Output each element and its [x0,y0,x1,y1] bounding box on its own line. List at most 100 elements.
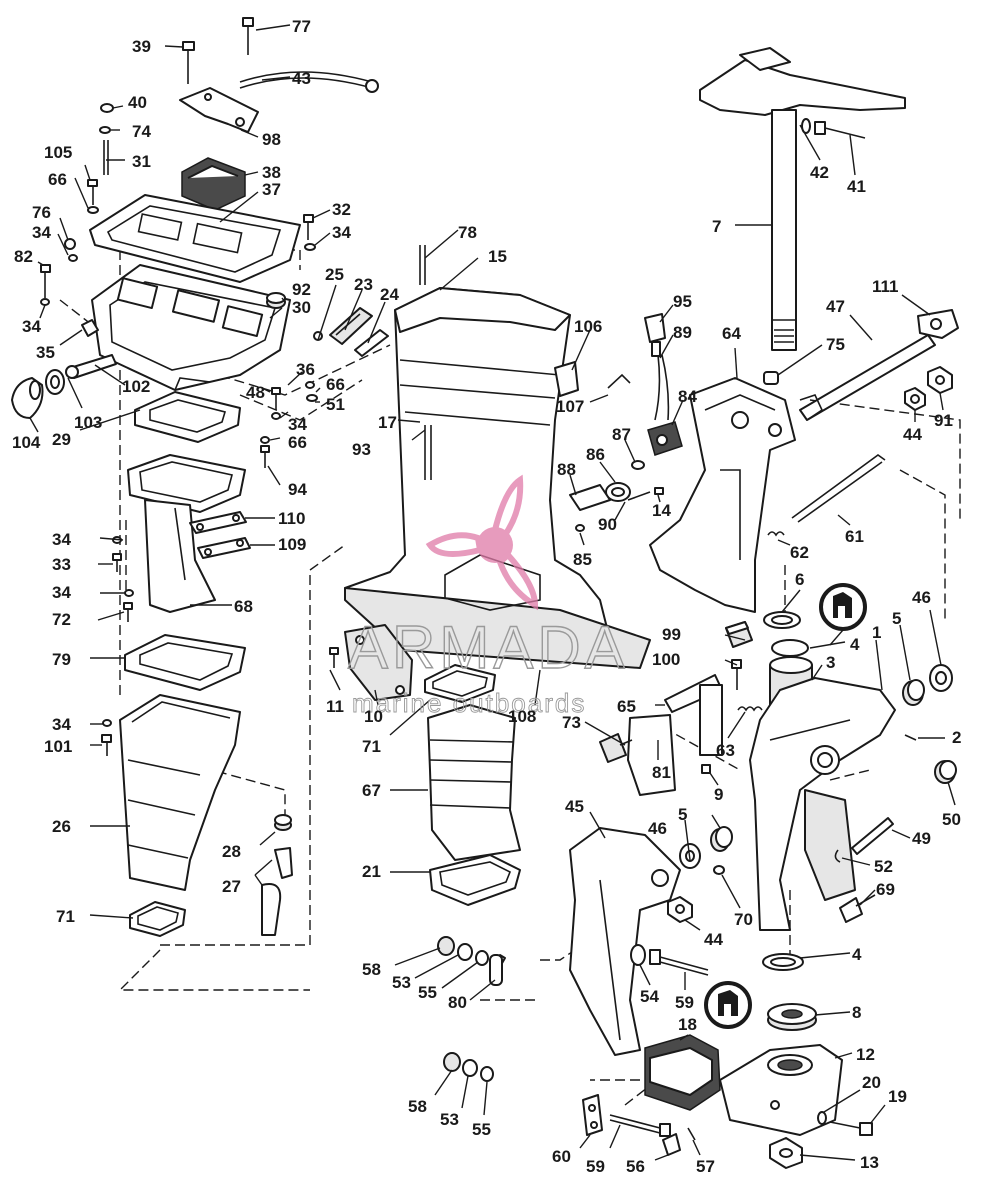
washer-34-d [271,412,281,420]
callout-101: 101 [44,737,72,756]
callout-55-lower: 55 [472,1120,491,1139]
plate-23 [329,307,373,345]
callout-12: 12 [856,1045,875,1064]
bracket-111 [917,309,959,339]
bushing-5-lower [710,826,733,852]
callout-19: 19 [888,1087,907,1106]
washer-4-lower [762,953,804,971]
callout-18: 18 [678,1015,697,1034]
washer-34-a [68,254,78,262]
seal-21 [429,854,521,906]
callout-6: 6 [795,570,804,589]
callout-104: 104 [12,433,41,452]
callout-8: 8 [852,1003,861,1022]
bolt-39 [182,41,195,84]
grommet-28 [274,814,292,831]
callout-95: 95 [673,292,692,311]
callout-53-lower: 53 [440,1110,459,1129]
screw-48 [271,387,281,410]
callout-81: 81 [652,763,671,782]
exhaust-tube-68 [144,499,216,613]
callout-53-upper: 53 [392,973,411,992]
lever-88 [569,484,611,511]
washer-20 [817,1111,827,1125]
washer-55-upper [475,950,489,966]
callout-57: 57 [696,1157,715,1176]
callout-105: 105 [44,143,72,162]
callout-34-c: 34 [22,317,41,336]
callout-74: 74 [132,122,151,141]
callout-24: 24 [380,285,399,304]
callout-82: 82 [14,247,33,266]
callout-13: 13 [860,1153,879,1172]
gasket-24 [354,329,389,357]
spacer-58-lower [443,1052,461,1072]
screw-33 [112,553,122,572]
plate-110 [189,511,247,534]
knob-73 [599,733,633,763]
callout-34-d: 34 [288,415,307,434]
exhaust-housing-plate [127,454,246,513]
callout-44-lower: 44 [704,930,723,949]
clip-56 [662,1133,681,1156]
plate-109 [197,537,251,559]
callout-15: 15 [488,247,507,266]
pin-49 [851,817,894,855]
callout-42: 42 [810,163,829,182]
badge-icon-upper [819,583,867,631]
callout-44-upper: 44 [903,425,922,444]
callout-45: 45 [565,797,584,816]
midsection-15 [344,287,651,669]
callout-64: 64 [722,324,741,343]
screw-11 [329,647,339,668]
plate-10 [344,624,413,701]
screw-82 [40,264,51,298]
callout-75: 75 [826,335,845,354]
bracket-65 [664,674,723,756]
screw-94 [260,445,270,468]
grommet-103 [45,369,65,395]
screw-9 [701,764,711,774]
callout-23: 23 [354,275,373,294]
callout-7: 7 [712,217,721,236]
callout-72: 72 [52,610,71,629]
callout-71-lower: 71 [56,907,75,926]
callout-88: 88 [557,460,576,479]
lead-89 [654,354,670,421]
callout-37: 37 [262,180,281,199]
callout-76: 76 [32,203,51,222]
bearing-8 [767,1003,817,1031]
callout-17: 17 [378,413,397,432]
clip-107 [607,373,631,389]
grommet-92 [266,292,286,309]
callout-52: 52 [874,857,893,876]
callout-66-top: 66 [48,170,67,189]
callout-91: 91 [934,411,953,430]
washer-66-c [260,436,270,444]
callout-58-upper: 58 [362,960,381,979]
stud-78 [419,245,426,285]
callout-11: 11 [326,697,344,716]
screw-105 [87,179,98,205]
link-106 [554,361,579,397]
nut-53-upper [457,943,473,961]
ignition-coil-38 [181,157,246,211]
callout-62: 62 [790,543,809,562]
fitting-102 [65,354,117,379]
bracket-98 [179,87,259,133]
callout-34-e: 34 [52,530,71,549]
callout-4-lower: 4 [852,945,862,964]
link-80 [489,954,506,986]
callout-66-c: 66 [288,433,307,452]
callout-107: 107 [556,397,584,416]
watermark-tagline: marine outboards [352,688,586,718]
callout-102: 102 [122,377,150,396]
callout-38: 38 [262,163,281,182]
washer-66-top [87,206,99,214]
steering-shaft-7 [699,47,906,351]
callout-85: 85 [573,550,592,569]
grease-fitting-75 [763,371,779,385]
washer-87 [631,460,645,470]
callout-59-lower: 59 [586,1157,605,1176]
screw-101 [101,734,112,756]
